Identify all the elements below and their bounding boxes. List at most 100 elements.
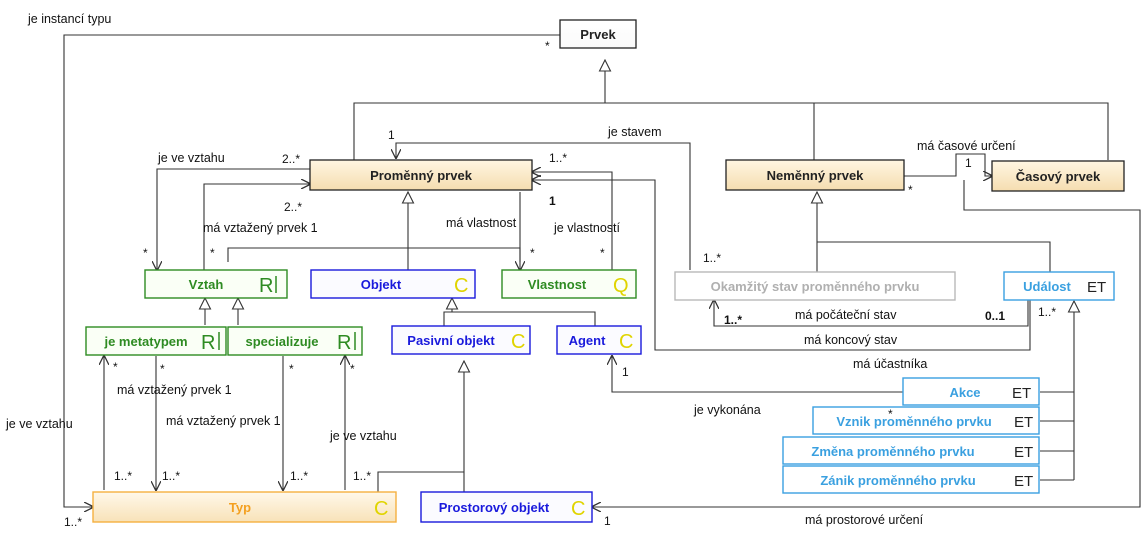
label-ma-vztazeny-prvek-top: má vztažený prvek 1 (203, 221, 318, 235)
mult-m11: * (530, 246, 535, 260)
node-je-metatypem-mark: R (201, 332, 215, 354)
node-vznik[interactable]: Vznik proměnného prvku ET (812, 406, 1040, 435)
node-udalost-mark: ET (1087, 279, 1106, 296)
node-typ-label: Typ (229, 500, 251, 515)
node-okamzity-stav[interactable]: Okamžitý stav proměnného prvku (674, 271, 956, 301)
multiplicities: * 1 2..* 2..* 1..* 1 1 * * * * * 1..* 1.… (64, 39, 1056, 529)
node-casovy-prvek-label: Časový prvek (1016, 169, 1101, 184)
node-vlastnost-label: Vlastnost (528, 277, 587, 292)
mult-m7: 1 (965, 156, 972, 170)
node-okamzity-stav-label: Okamžitý stav proměnného prvku (711, 279, 920, 294)
mult-m28: * (888, 407, 893, 421)
mult-m27: 1 (604, 514, 611, 528)
mult-m22: 1..* (114, 469, 132, 483)
mult-m19: * (160, 362, 165, 376)
node-typ-mark: C (374, 498, 388, 520)
mult-m3: 2..* (282, 152, 300, 166)
node-casovy-prvek[interactable]: Časový prvek (991, 160, 1125, 192)
node-je-metatypem[interactable]: je metatypem R (85, 326, 227, 356)
mult-m21: * (350, 362, 355, 376)
node-vznik-mark: ET (1014, 414, 1033, 431)
node-objekt-label: Objekt (361, 277, 402, 292)
node-vlastnost-mark: Q (613, 275, 629, 297)
mult-m10: * (210, 246, 215, 260)
node-nemenny-prvek[interactable]: Neměnný prvek (725, 159, 905, 191)
mult-m15: 0..1 (985, 309, 1005, 323)
node-prostorovy-objekt-mark: C (571, 498, 585, 520)
node-akce[interactable]: Akce ET (902, 377, 1040, 406)
mult-m2: 1 (388, 128, 395, 142)
label-ma-casove-urceni: má časové určení (917, 139, 1016, 153)
node-prvek-label: Prvek (580, 27, 616, 42)
node-objekt[interactable]: Objekt C (310, 269, 476, 299)
node-pasivni-objekt[interactable]: Pasivní objekt C (391, 325, 531, 355)
label-ma-ucastnika: má účastníka (853, 357, 927, 371)
connectors (63, 34, 1141, 507)
label-je-ve-vztahu-left: je ve vztahu (5, 417, 73, 431)
label-je-stavem: je stavem (607, 125, 662, 139)
node-zanik-label: Zánik proměnného prvku (820, 473, 975, 488)
node-vlastnost[interactable]: Vlastnost Q (501, 269, 637, 299)
node-nemenny-prvek-label: Neměnný prvek (767, 168, 865, 183)
node-vztah[interactable]: Vztah R (144, 269, 288, 299)
node-udalost[interactable]: Událost ET (1003, 271, 1115, 301)
node-udalost-label: Událost (1023, 279, 1071, 294)
node-agent[interactable]: Agent C (556, 325, 642, 355)
node-prostorovy-objekt[interactable]: Prostorový objekt C (420, 491, 593, 523)
node-zmena-label: Změna proměnného prvku (811, 444, 974, 459)
node-akce-label: Akce (949, 385, 980, 400)
label-ma-pocatecni-stav: má počáteční stav (795, 308, 897, 322)
edge-labels: je instancí typu je stavem má časové urč… (5, 12, 1016, 527)
mult-m13: 1..* (703, 251, 721, 265)
mult-m16: 1..* (1038, 305, 1056, 319)
node-je-metatypem-label: je metatypem (103, 334, 187, 349)
label-je-ve-vztahu-mid: je ve vztahu (329, 429, 397, 443)
mult-m24: 1..* (290, 469, 308, 483)
label-je-ve-vztahu-top: je ve vztahu (157, 151, 225, 165)
mult-m9: * (143, 246, 148, 260)
label-je-instanci-typu: je instancí typu (27, 12, 111, 26)
mult-m25: 1..* (353, 469, 371, 483)
node-agent-mark: C (619, 331, 633, 353)
node-pasivni-objekt-mark: C (511, 331, 525, 353)
node-specializuje-label: specializuje (246, 334, 319, 349)
node-vztah-mark: R (259, 275, 273, 297)
label-ma-vlastnost: má vlastnost (446, 216, 517, 230)
mult-m4: 2..* (284, 200, 302, 214)
mult-m20: * (289, 362, 294, 376)
node-zanik-mark: ET (1014, 473, 1033, 490)
label-ma-koncovy-stav: má koncový stav (804, 333, 898, 347)
mult-m17: 1 (622, 365, 629, 379)
node-vztah-label: Vztah (189, 277, 224, 292)
node-zmena[interactable]: Změna proměnného prvku ET (782, 436, 1040, 465)
mult-m23: 1..* (162, 469, 180, 483)
mult-m14: 1..* (724, 313, 742, 327)
mult-m12: * (600, 246, 605, 260)
mult-m1: * (545, 39, 550, 53)
node-pasivni-objekt-label: Pasivní objekt (407, 333, 495, 348)
node-zanik[interactable]: Zánik proměnného prvku ET (782, 465, 1040, 494)
mult-m5: 1..* (549, 151, 567, 165)
node-prvek[interactable]: Prvek (559, 19, 637, 49)
label-je-vlastnosti: je vlastností (553, 221, 621, 235)
node-promenny-prvek[interactable]: Proměnný prvek (309, 159, 533, 191)
node-objekt-mark: C (454, 275, 468, 297)
node-vznik-label: Vznik proměnného prvku (836, 414, 991, 429)
mult-m6: 1 (549, 194, 556, 208)
mult-m26: 1..* (64, 515, 82, 529)
label-ma-vztazeny-prvek-mid: má vztažený prvek 1 (166, 414, 281, 428)
node-typ[interactable]: Typ C (92, 491, 397, 523)
label-je-vykonana: je vykonána (693, 403, 761, 417)
node-specializuje[interactable]: specializuje R (227, 326, 363, 356)
node-zmena-mark: ET (1014, 444, 1033, 461)
node-agent-label: Agent (569, 333, 607, 348)
mult-m8: * (908, 183, 913, 197)
node-specializuje-mark: R (337, 332, 351, 354)
node-akce-mark: ET (1012, 385, 1031, 402)
label-ma-vztazeny-prvek-left: má vztažený prvek 1 (117, 383, 232, 397)
node-prostorovy-objekt-label: Prostorový objekt (439, 500, 550, 515)
node-promenny-prvek-label: Proměnný prvek (370, 168, 473, 183)
label-ma-prostorove-urceni: má prostorové určení (805, 513, 924, 527)
mult-m18: * (113, 360, 118, 374)
